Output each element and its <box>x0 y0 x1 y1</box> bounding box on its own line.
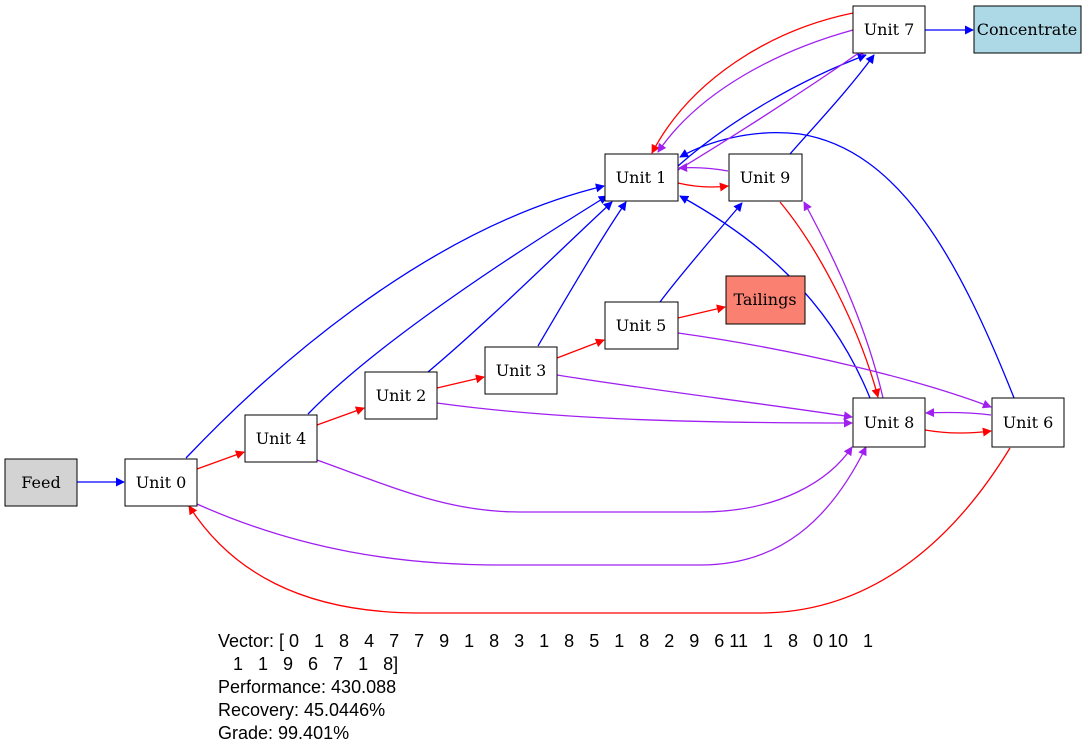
edge-unit6-unit8 <box>925 408 992 418</box>
node-unit1: Unit 1 <box>604 153 679 202</box>
edge-unit6-unit1 <box>679 131 1019 409</box>
node-unit7-label: Unit 7 <box>864 20 915 39</box>
edge-unit9-unit8 <box>779 201 881 398</box>
node-tailings: Tailings <box>725 275 806 325</box>
grade-text: Grade: 99.401% <box>218 723 350 743</box>
node-concentrate: Concentrate <box>973 5 1082 54</box>
edge-unit5-unit6 <box>677 332 992 409</box>
node-unit7: Unit 7 <box>852 5 926 54</box>
edge-unit8-unit6 <box>924 427 992 437</box>
node-unit0: Unit 0 <box>124 458 198 507</box>
edge-unit4-unit1 <box>307 195 608 415</box>
node-unit3: Unit 3 <box>484 346 558 395</box>
edge-unit3-unit8 <box>556 374 853 421</box>
node-feed-label: Feed <box>21 473 60 492</box>
node-unit2: Unit 2 <box>364 371 438 420</box>
node-tailings-label: Tailings <box>733 290 796 309</box>
recovery-text: Recovery: 45.0446% <box>218 700 386 720</box>
performance-text: Performance: 430.088 <box>218 677 397 697</box>
edge-unit0-unit1 <box>185 183 605 459</box>
node-unit4-label: Unit 4 <box>256 429 307 448</box>
node-feed: Feed <box>4 458 78 507</box>
vector-line-1: Vector: [ 0 1 8 4 7 7 9 1 8 3 1 8 5 1 8 … <box>218 631 874 651</box>
edge-unit2-unit8 <box>436 402 853 428</box>
edge-unit7-unit1 <box>651 12 854 154</box>
node-unit3-label: Unit 3 <box>496 361 547 380</box>
edge-unit4-unit2 <box>316 406 365 426</box>
edge-unit4-unit8 <box>316 446 853 513</box>
node-unit5: Unit 5 <box>604 301 679 350</box>
edge-unit0-unit4 <box>196 450 245 470</box>
edge-unit5-unit9 <box>659 202 743 303</box>
flowsheet-diagram: Feed Unit 0 Unit 4 Unit 2 Unit 3 Unit 5 … <box>4 5 1082 614</box>
edge-unit6-unit0 <box>188 447 1011 614</box>
edge-unit1-unit8 <box>677 47 867 171</box>
vector-line-2: 1 1 9 6 7 1 8] <box>218 654 399 674</box>
edge-unit3-unit5 <box>556 338 605 359</box>
node-unit0-label: Unit 0 <box>136 473 187 492</box>
edge-unit2-unit3 <box>436 374 485 389</box>
node-unit4: Unit 4 <box>244 414 318 463</box>
node-unit6: Unit 6 <box>991 397 1065 448</box>
node-unit8: Unit 8 <box>852 397 926 448</box>
node-unit2-label: Unit 2 <box>376 386 427 405</box>
node-unit6-label: Unit 6 <box>1003 413 1054 432</box>
node-unit9: Unit 9 <box>728 153 803 202</box>
results-panel: Vector: [ 0 1 8 4 7 7 9 1 8 3 1 8 5 1 8 … <box>218 630 873 745</box>
edge-unit5-tailings <box>677 304 726 319</box>
node-unit9-label: Unit 9 <box>740 168 791 187</box>
node-unit5-label: Unit 5 <box>616 316 667 335</box>
edge-unit3-unit1 <box>537 201 627 347</box>
edge-unit9-unit7 <box>789 54 875 155</box>
node-concentrate-label: Concentrate <box>977 20 1077 39</box>
edge-unit7-unit1 <box>657 29 854 153</box>
node-unit1-label: Unit 1 <box>616 168 667 187</box>
edge-unit8-unit9 <box>803 201 884 399</box>
node-unit8-label: Unit 8 <box>864 413 915 432</box>
edge-unit2-unit1 <box>427 201 613 373</box>
edge-unit0-unit8 <box>196 446 867 566</box>
edge-unit1-unit9 <box>677 182 729 192</box>
edge-unit9-unit1 <box>678 163 729 172</box>
